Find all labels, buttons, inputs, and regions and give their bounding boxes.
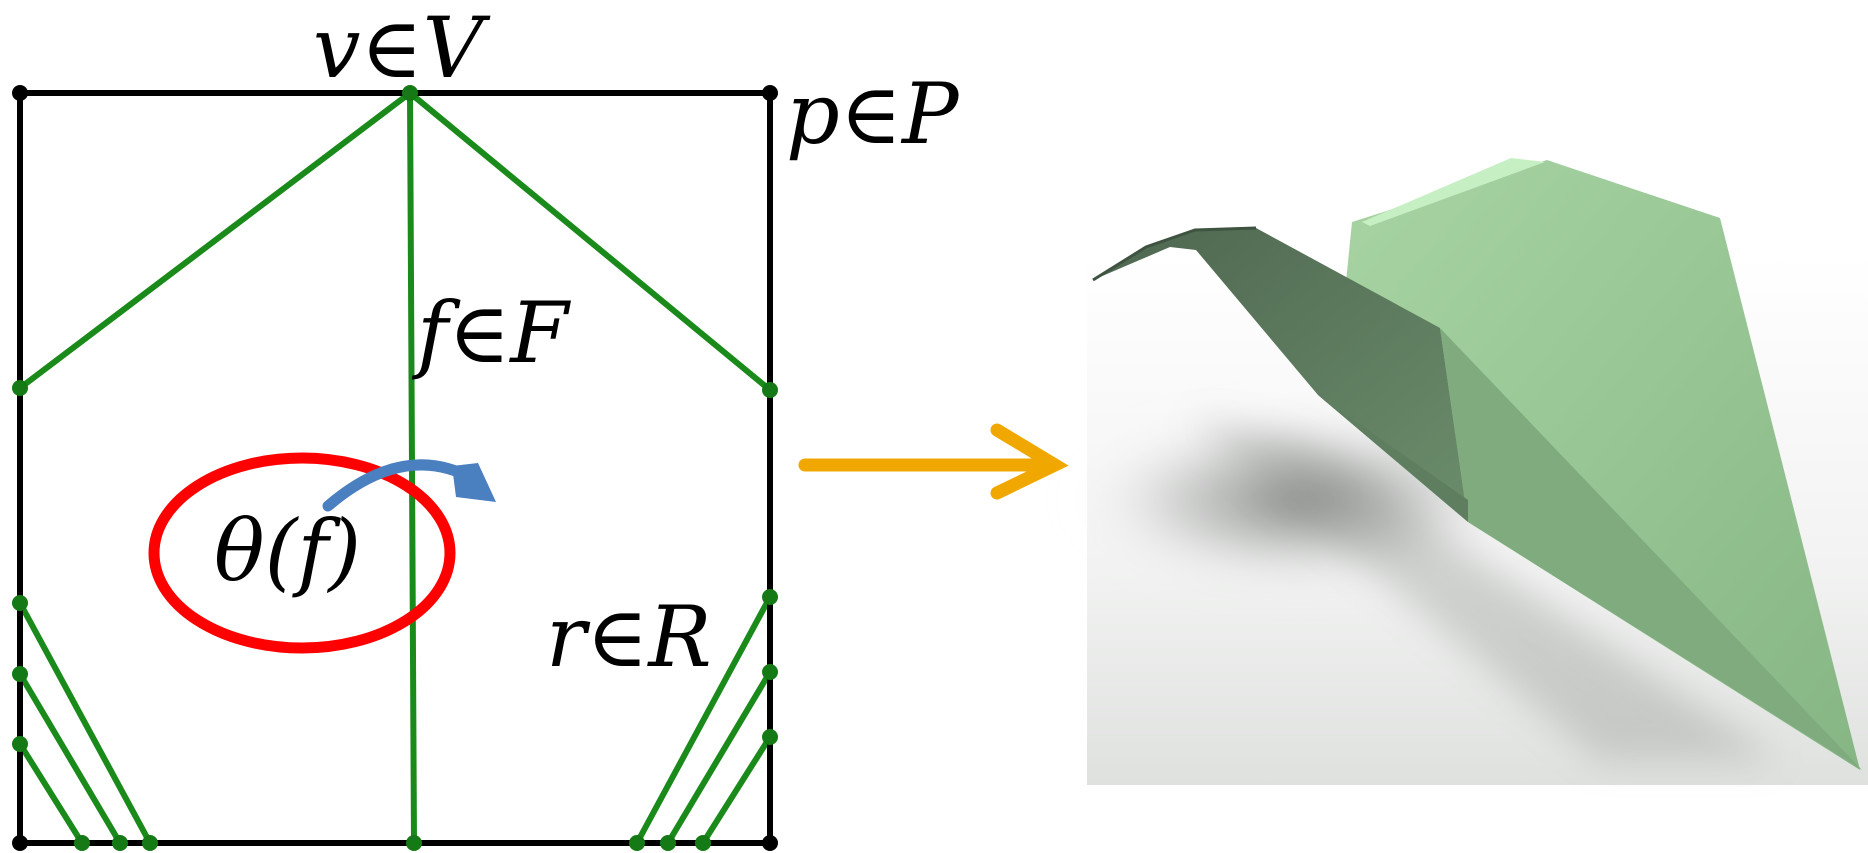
- fold-line-left-diagonal: [17, 90, 413, 391]
- folded-panel-rear-top: [1362, 158, 1545, 226]
- fold-line-lower-right-3: [700, 734, 773, 846]
- fold-vertex: [660, 835, 676, 851]
- fold-vertex: [74, 835, 90, 851]
- fold-vertices: [12, 85, 778, 851]
- fold-line-right-diagonal: [407, 90, 773, 393]
- folded-panel-front: [1440, 328, 1862, 770]
- fold-vertex: [629, 835, 645, 851]
- crease-pattern: v∈V p∈P f∈F θ(f) r∈R: [12, 0, 960, 851]
- fold-vertex: [762, 729, 778, 745]
- fold-vertex: [695, 835, 711, 851]
- fold-vertex-top: [402, 85, 418, 101]
- fold-vertex: [762, 382, 778, 398]
- angle-highlight-ellipse: [148, 452, 456, 654]
- vertex-label: v∈V: [313, 0, 491, 97]
- fold-line-lower-left-2: [17, 671, 123, 846]
- folded-crease-edge: [1092, 226, 1257, 282]
- fold-vertex: [112, 835, 128, 851]
- region-label: r∈R: [546, 588, 712, 686]
- fold-line-lower-right-2: [665, 669, 773, 846]
- folded-model-render: [1070, 158, 1868, 785]
- cast-shadow-tail: [1190, 420, 1780, 760]
- fold-label: f∈F: [411, 284, 571, 382]
- curved-arrow-icon: [322, 459, 496, 512]
- right-arrow-icon: [798, 423, 1069, 500]
- corner-vertex: [12, 85, 28, 101]
- fold-vertex: [12, 380, 28, 396]
- fold-vertex: [762, 664, 778, 680]
- paper-boundary: [17, 90, 773, 846]
- paper-corner-label: p∈P: [786, 65, 960, 163]
- fold-vertex: [142, 835, 158, 851]
- fold-line-lower-right-1: [634, 594, 773, 846]
- paper-corners: [12, 85, 778, 851]
- fold-vertex: [12, 595, 28, 611]
- fold-line-lower-left-1: [17, 600, 153, 846]
- fold-vertex: [12, 666, 28, 682]
- fold-vertex: [762, 589, 778, 605]
- folded-panel-front-shade: [1318, 395, 1468, 522]
- corner-vertex: [762, 85, 778, 101]
- fold-line-lower-left-3: [17, 741, 85, 846]
- fold-vertex: [406, 835, 422, 851]
- folded-panel-inner: [1093, 228, 1468, 522]
- corner-vertex: [762, 835, 778, 851]
- corner-vertex: [12, 835, 28, 851]
- folded-panel-rear: [1346, 160, 1860, 770]
- fold-angle-label: θ(f): [214, 502, 361, 600]
- fold-vertex: [12, 736, 28, 752]
